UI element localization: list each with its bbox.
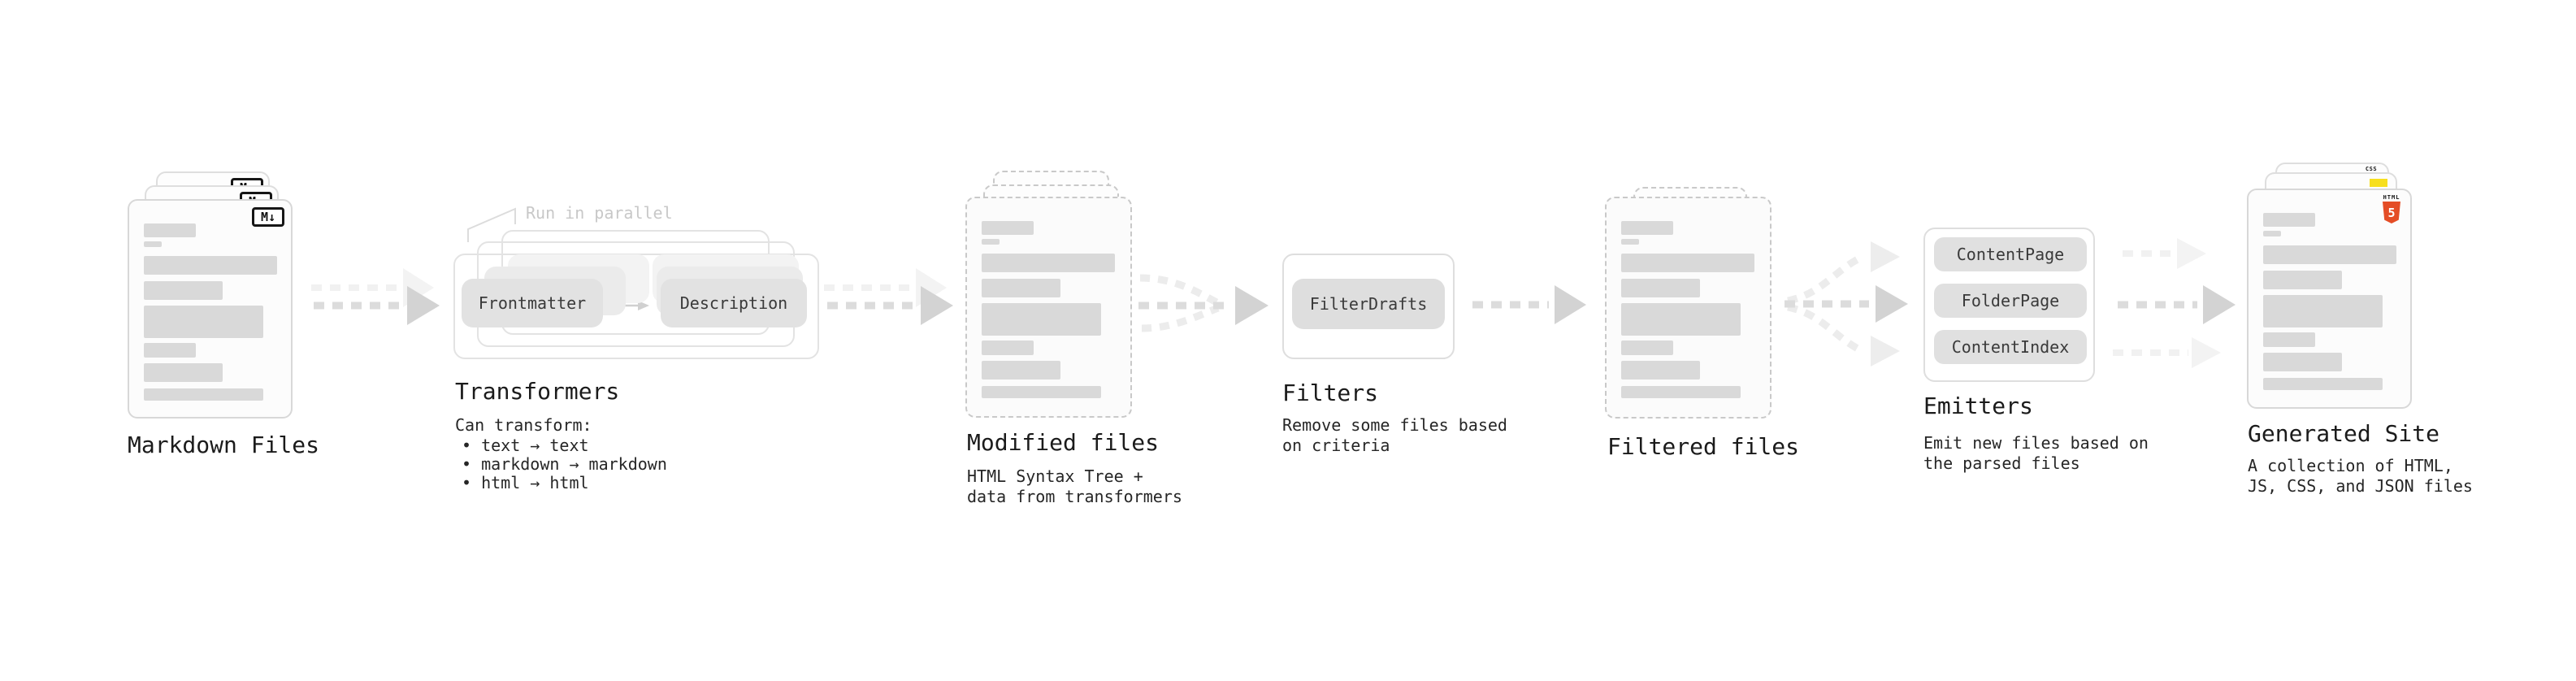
arrow-modified-to-filters — [1138, 274, 1268, 332]
placeholder-bar — [982, 386, 1101, 398]
transformer-pill-frontmatter: Frontmatter — [462, 279, 603, 327]
run-in-parallel-note: Run in parallel — [526, 203, 673, 223]
placeholder-bar — [2263, 332, 2315, 347]
html5-icon: HTML 5 — [2381, 194, 2402, 223]
bullet-item: • text → text — [462, 436, 589, 455]
placeholder-bar — [1621, 386, 1741, 398]
filters-desc: Remove some files based on criteria — [1282, 415, 1507, 455]
placeholder-bar — [2263, 231, 2281, 236]
emitter-pill-contentpage: ContentPage — [1934, 237, 2087, 271]
arrow-markdown-to-transformers — [311, 268, 440, 325]
doc-content-placeholder — [2263, 190, 2402, 407]
placeholder-bar — [982, 221, 1034, 235]
emitters-box — [1923, 228, 2095, 382]
placeholder-bar — [982, 254, 1115, 272]
filters-box — [1282, 254, 1455, 359]
placeholder-bar — [982, 239, 1000, 245]
arrow-emitters-to-generated — [2113, 238, 2236, 368]
filtered-file-card-front — [1605, 197, 1772, 419]
doc-content-placeholder — [982, 198, 1122, 416]
placeholder-bar — [144, 241, 162, 247]
modified-file-card-front — [965, 197, 1132, 418]
placeholder-bar — [982, 303, 1101, 336]
run-in-parallel-callout-line — [467, 207, 516, 242]
generated-site-desc: A collection of HTML, JS, CSS, and JSON … — [2248, 456, 2473, 496]
placeholder-bar — [1621, 221, 1673, 235]
arrow-filters-to-filtered — [1472, 285, 1586, 324]
filter-pill-filterdrafts: FilterDrafts — [1292, 279, 1445, 329]
filters-label: Filters — [1282, 380, 1379, 406]
placeholder-bar — [1621, 361, 1700, 380]
generated-file-card-front: HTML 5 — [2247, 189, 2412, 409]
emitters-desc: Emit new files based on the parsed files — [1923, 433, 2149, 473]
placeholder-bar — [982, 340, 1034, 355]
doc-content-placeholder — [144, 201, 283, 417]
placeholder-bar — [1621, 303, 1741, 336]
placeholder-bar — [144, 256, 277, 275]
markdown-file-card-front: M↓ — [128, 199, 293, 419]
placeholder-bar — [982, 279, 1060, 297]
transformer-pill-description: Description — [661, 279, 807, 327]
markdown-files-label: Markdown Files — [128, 432, 320, 458]
arrow-transformers-to-modified — [824, 268, 953, 325]
filtered-files-label: Filtered files — [1607, 433, 1800, 460]
modified-files-desc: HTML Syntax Tree + data from transformer… — [967, 466, 1182, 506]
placeholder-bar — [144, 343, 196, 358]
placeholder-bar — [2263, 353, 2342, 371]
placeholder-bar — [2263, 245, 2396, 264]
placeholder-bar — [2263, 271, 2342, 289]
transformers-bullet-list: • text → text • markdown → markdown • ht… — [462, 436, 667, 492]
placeholder-bar — [982, 361, 1060, 380]
arrow-filtered-to-emitters-fanout — [1785, 241, 1908, 367]
placeholder-bar — [2263, 295, 2383, 327]
html5-icon-shield: 5 — [2383, 202, 2400, 223]
emitters-label: Emitters — [1923, 393, 2033, 419]
css-icon-label: CSS — [2365, 166, 2378, 172]
emitter-pill-folderpage: FolderPage — [1934, 284, 2087, 318]
placeholder-bar — [144, 223, 196, 237]
html5-icon-label: HTML — [2383, 194, 2400, 201]
modified-files-label: Modified files — [967, 429, 1160, 456]
placeholder-bar — [144, 306, 263, 338]
placeholder-bar — [144, 388, 263, 401]
placeholder-bar — [1621, 254, 1754, 272]
emitter-pill-contentindex: ContentIndex — [1934, 330, 2087, 364]
placeholder-bar — [1621, 239, 1639, 245]
placeholder-bar — [1621, 279, 1700, 297]
placeholder-bar — [1621, 340, 1673, 355]
placeholder-bar — [2263, 378, 2383, 390]
bullet-item: • markdown → markdown — [462, 454, 667, 474]
transformers-label: Transformers — [455, 378, 620, 405]
transformers-desc-title: Can transform: — [455, 415, 592, 435]
generated-site-label: Generated Site — [2248, 420, 2440, 447]
markdown-icon: M↓ — [252, 207, 284, 227]
bullet-item: • html → html — [462, 473, 589, 492]
placeholder-bar — [2263, 213, 2315, 227]
doc-content-placeholder — [1621, 198, 1762, 417]
placeholder-bar — [144, 363, 223, 382]
placeholder-bar — [144, 281, 223, 300]
html5-icon-numeral: 5 — [2387, 205, 2396, 220]
js-icon — [2370, 179, 2387, 187]
